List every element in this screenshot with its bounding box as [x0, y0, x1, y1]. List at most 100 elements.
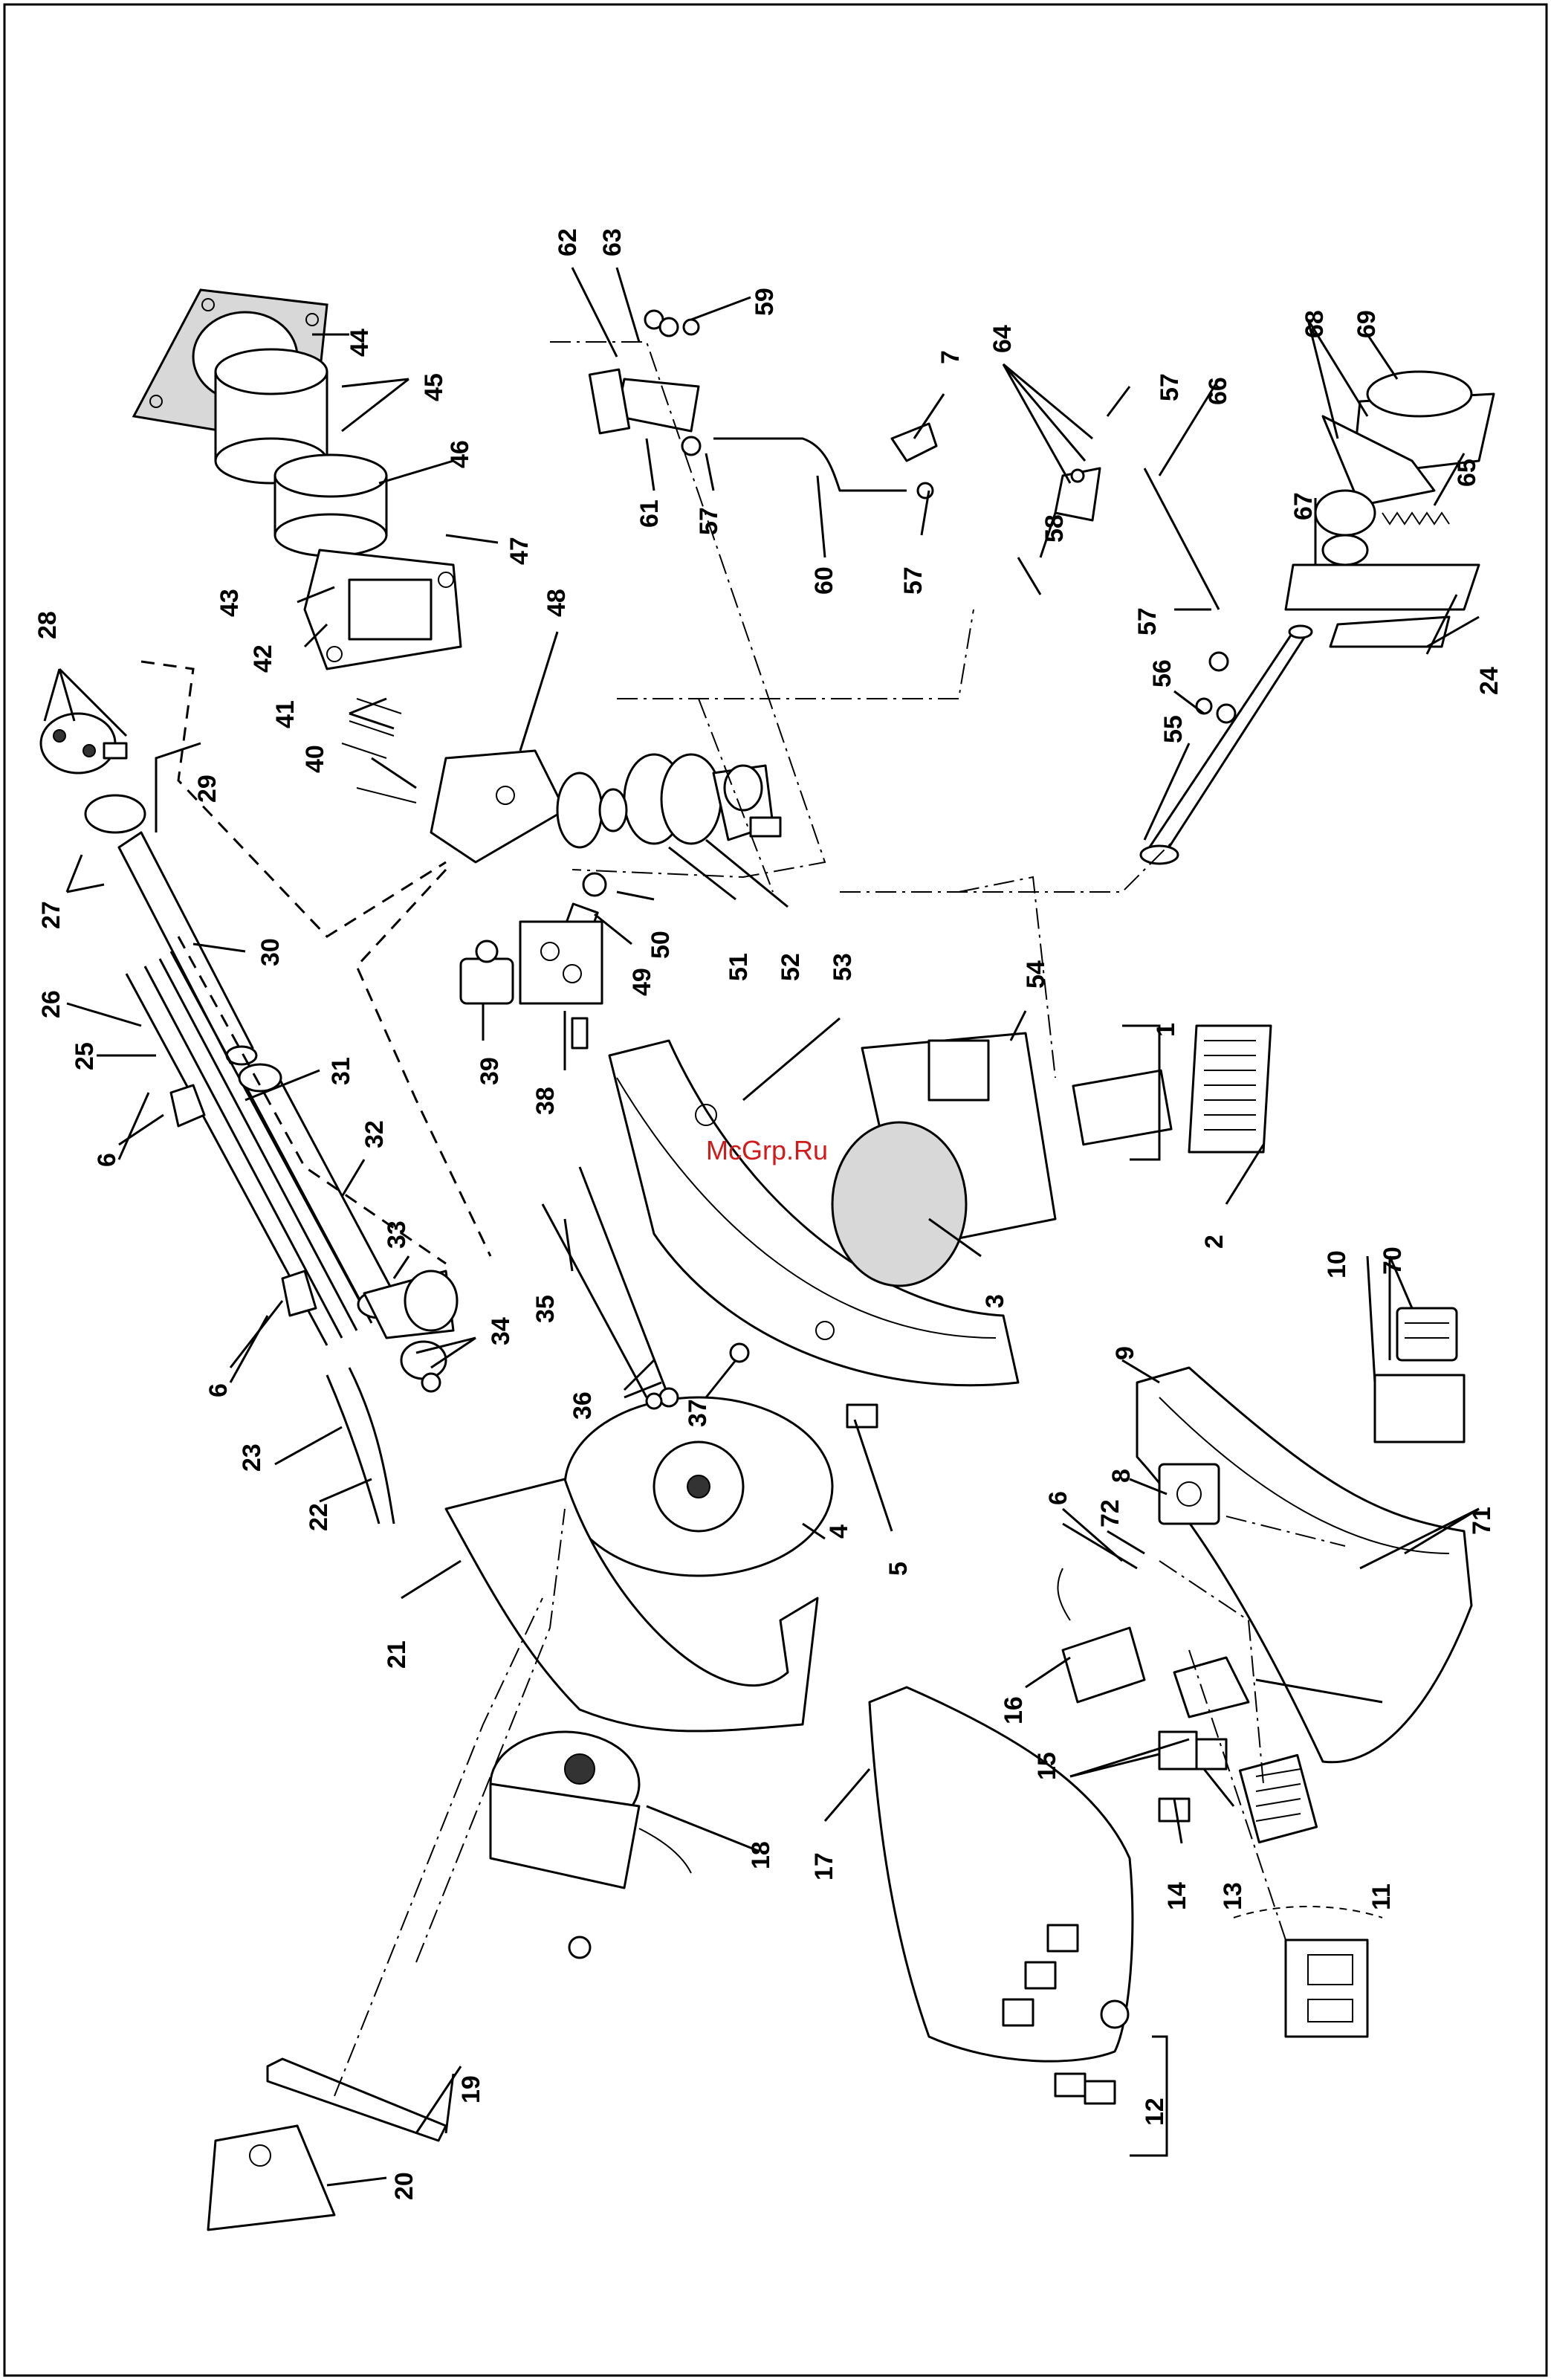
cover-buttons-part	[1055, 2074, 1115, 2103]
damper-flap-part	[1073, 1070, 1171, 1145]
callout-50: 50	[647, 931, 675, 959]
ignition-electrode-part	[41, 714, 145, 832]
callout-45: 45	[420, 373, 448, 401]
callout-52: 52	[777, 953, 805, 981]
valve-assembly-part	[557, 754, 780, 847]
gun-rods-part	[126, 951, 372, 1345]
callout-58: 58	[1040, 514, 1069, 543]
callout-34: 34	[487, 1317, 515, 1345]
callout-13: 13	[1219, 1882, 1247, 1910]
callout-71: 71	[1468, 1507, 1496, 1535]
servo-spring-part	[1382, 513, 1449, 524]
callout-46: 46	[446, 440, 474, 468]
callout-57-a: 57	[695, 507, 723, 535]
linkage-bracket-part	[589, 311, 699, 433]
callout-33: 33	[383, 1220, 411, 1249]
callout-69: 69	[1353, 310, 1381, 338]
callout-63: 63	[598, 228, 626, 256]
callout-20: 20	[390, 2172, 418, 2200]
cover-screw-37-part	[731, 1344, 748, 1362]
callout-19: 19	[457, 2075, 485, 2103]
flange-housing-part	[305, 550, 461, 669]
callout-49: 49	[628, 968, 656, 996]
callout-57-b: 57	[899, 566, 927, 595]
callout-22: 22	[305, 1503, 333, 1531]
air-damper-grille-part	[1189, 1026, 1271, 1152]
cam-plate-part	[1055, 468, 1100, 520]
callout-3: 3	[981, 1294, 1009, 1308]
watermark-text: McGrp.Ru	[706, 1135, 828, 1165]
callout-6-upper: 6	[93, 1153, 121, 1167]
callout-57-d: 57	[1133, 607, 1162, 636]
callout-18: 18	[747, 1841, 775, 1869]
callout-35: 35	[531, 1295, 560, 1323]
callout-62: 62	[554, 228, 582, 256]
nozzle-line-tube-part	[119, 832, 256, 1064]
callout-70: 70	[1379, 1246, 1407, 1275]
callout-23: 23	[238, 1443, 266, 1472]
fuse-holders-part	[1159, 1732, 1226, 1769]
callout-30: 30	[256, 938, 285, 966]
callout-61: 61	[635, 499, 664, 528]
servo-base-plate-part	[1330, 617, 1449, 647]
fan-fixing-pad-part	[847, 1405, 877, 1427]
callout-55: 55	[1159, 715, 1188, 743]
flame-control-part	[1397, 1308, 1457, 1360]
callout-28: 28	[33, 611, 62, 639]
tube-sleeve-part	[275, 455, 386, 556]
callout-67: 67	[1289, 492, 1318, 520]
callout-15: 15	[1033, 1752, 1061, 1780]
callout-32: 32	[360, 1120, 389, 1148]
callout-60: 60	[810, 566, 838, 595]
callout-39: 39	[476, 1057, 504, 1085]
adjusting-rod-part	[1144, 468, 1219, 609]
callout-14: 14	[1163, 1882, 1191, 1910]
callout-16: 16	[1000, 1696, 1028, 1724]
nozzle-holder-part	[401, 1342, 446, 1391]
ignition-transformer-part	[1058, 1568, 1144, 1702]
callout-25: 25	[71, 1042, 99, 1070]
callout-48: 48	[543, 589, 571, 617]
control-box-38-part	[520, 922, 602, 1048]
oil-hoses-part	[327, 1368, 394, 1524]
callout-10: 10	[1323, 1250, 1351, 1278]
callout-36: 36	[569, 1391, 597, 1420]
callout-64: 64	[988, 325, 1017, 353]
callout-40: 40	[301, 745, 329, 773]
callout-41: 41	[271, 700, 299, 728]
callout-27: 27	[37, 901, 65, 929]
callout-31: 31	[327, 1057, 355, 1085]
callout-24: 24	[1475, 667, 1503, 695]
callout-12: 12	[1141, 2098, 1169, 2126]
callout-72: 72	[1096, 1499, 1124, 1527]
callout-38: 38	[531, 1087, 560, 1115]
motor-part	[490, 1732, 691, 1958]
plug-connector-part	[1159, 1464, 1219, 1524]
callout-65: 65	[1453, 459, 1481, 487]
control-rod-part	[682, 437, 907, 491]
control-box-39-part	[461, 941, 513, 1003]
callout-17: 17	[810, 1852, 838, 1881]
terminal-strip-part	[1240, 1755, 1316, 1842]
callout-4: 4	[825, 1524, 853, 1539]
callout-11: 11	[1367, 1883, 1396, 1910]
linkage-lever-part	[892, 424, 936, 498]
callout-54: 54	[1022, 960, 1050, 989]
callout-51: 51	[725, 953, 753, 981]
callout-53: 53	[829, 953, 857, 981]
link-rod-part	[1018, 557, 1040, 595]
callout-29: 29	[193, 775, 221, 803]
bracket-plate-part	[1375, 1375, 1464, 1442]
callout-43: 43	[216, 589, 244, 617]
holder-bracket-upper-part	[171, 1085, 204, 1126]
callout-26: 26	[37, 990, 65, 1018]
callout-47: 47	[505, 537, 534, 565]
callout-8: 8	[1107, 1469, 1136, 1483]
air-box-54-part	[832, 1033, 1055, 1286]
callout-66: 66	[1204, 377, 1232, 405]
callout-5: 5	[884, 1562, 913, 1576]
callout-56: 56	[1148, 659, 1176, 688]
callout-2: 2	[1200, 1235, 1228, 1249]
